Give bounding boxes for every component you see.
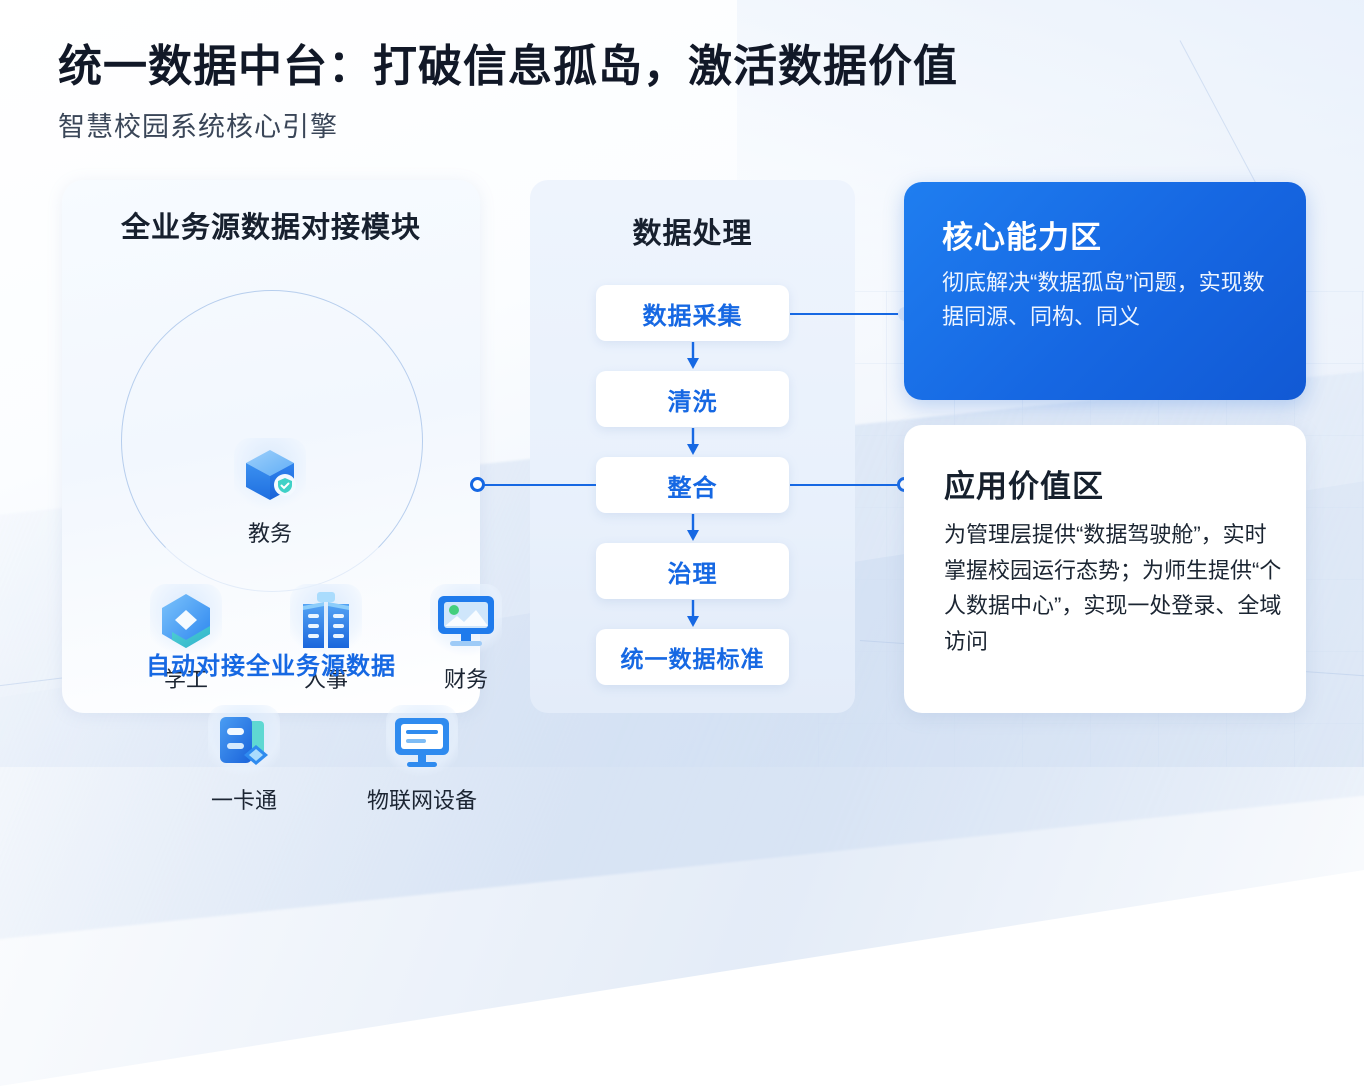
source-node-iot[interactable]: 物联网设备 <box>347 705 497 815</box>
processing-flow: 数据采集 清洗 整合 治理 统一数据标准 <box>596 285 789 685</box>
flow-step-clean[interactable]: 清洗 <box>596 371 789 427</box>
core-capability-body: 彻底解决“数据孤岛”问题，实现数据同源、同构、同义 <box>942 270 1265 330</box>
source-node-xuegong[interactable]: 学工 <box>134 584 238 694</box>
data-source-panel: 全业务源数据对接模块 <box>62 180 502 813</box>
data-processing-title: 数据处理 <box>632 218 753 250</box>
source-node-label: 教务 <box>247 521 292 546</box>
page-title: 统一数据中台：打破信息孤岛，激活数据价值 <box>58 42 958 91</box>
source-node-label: 财务 <box>443 667 488 692</box>
source-node-label: 一卡通 <box>210 788 277 813</box>
source-node-yikatong[interactable]: 一卡通 <box>192 705 296 815</box>
connector-arc <box>121 290 423 592</box>
arrow-down-icon <box>596 513 789 543</box>
source-node-jiaowu[interactable]: 教务 <box>218 438 322 548</box>
application-value-card[interactable]: 应用价值区 为管理层提供“数据驾驶舱”，实时掌握校园运行态势；为师生提供“个人数… <box>904 425 1306 713</box>
source-node-renshi[interactable]: 人事 <box>274 584 378 694</box>
flow-step-govern[interactable]: 治理 <box>596 543 789 599</box>
connector-integrate-to-value <box>790 484 902 486</box>
source-node-caiwu[interactable]: 财务 <box>414 584 518 694</box>
data-source-panel-footer: 自动对接全业务源数据 <box>146 653 396 680</box>
source-node-label: 人事 <box>303 667 348 692</box>
building-icon <box>290 584 362 656</box>
cube-shield-icon <box>234 438 306 510</box>
card-diamond-icon <box>208 705 280 777</box>
connector-collect-to-core <box>790 313 908 315</box>
connector-dot-left <box>470 477 485 492</box>
page-subtitle: 智慧校园系统核心引擎 <box>58 111 338 142</box>
data-processing-panel: 数据处理 数据采集 清洗 整合 治理 统一数据标准 <box>530 180 855 713</box>
arrow-down-icon <box>596 341 789 371</box>
flow-step-integrate[interactable]: 整合 <box>596 457 789 513</box>
monitor-lines-icon <box>386 705 458 777</box>
slide-header: 统一数据中台：打破信息孤岛，激活数据价值 智慧校园系统核心引擎 <box>58 42 958 144</box>
hexagon-icon <box>150 584 222 656</box>
source-node-label: 物联网设备 <box>366 788 477 813</box>
flow-step-collect[interactable]: 数据采集 <box>596 285 789 341</box>
application-value-body: 为管理层提供“数据驾驶舱”，实时掌握校园运行态势；为师生提供“个人数据中心”，实… <box>944 522 1282 654</box>
monitor-chart-icon <box>430 584 502 656</box>
flow-step-standard[interactable]: 统一数据标准 <box>596 629 789 685</box>
application-value-title: 应用价值区 <box>944 469 1104 504</box>
connector-left-to-integrate <box>484 484 596 486</box>
arrow-down-icon <box>596 599 789 629</box>
core-capability-card[interactable]: 核心能力区 彻底解决“数据孤岛”问题，实现数据同源、同构、同义 <box>904 182 1306 400</box>
data-source-panel-title: 全业务源数据对接模块 <box>120 212 421 244</box>
arrow-down-icon <box>596 427 789 457</box>
core-capability-title: 核心能力区 <box>942 220 1102 255</box>
source-node-label: 学工 <box>163 667 208 692</box>
